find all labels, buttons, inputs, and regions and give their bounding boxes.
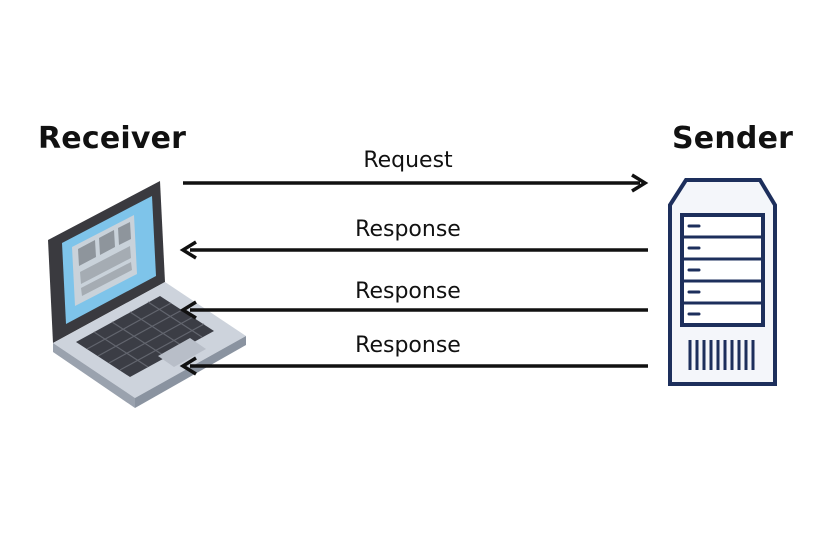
- message-label-response-2: Response: [355, 279, 461, 304]
- laptop-icon: [48, 181, 246, 408]
- message-label-response-1: Response: [355, 217, 461, 242]
- message-label-response-3: Response: [355, 333, 461, 358]
- server-icon: [668, 178, 777, 386]
- arrow-response-3: [179, 356, 648, 376]
- arrow-response-2: [179, 300, 648, 320]
- arrow-response-1: [179, 240, 648, 260]
- message-label-request: Request: [363, 148, 453, 173]
- arrow-request: [183, 173, 649, 193]
- receiver-title: Receiver: [38, 121, 187, 156]
- sender-title: Sender: [672, 121, 794, 156]
